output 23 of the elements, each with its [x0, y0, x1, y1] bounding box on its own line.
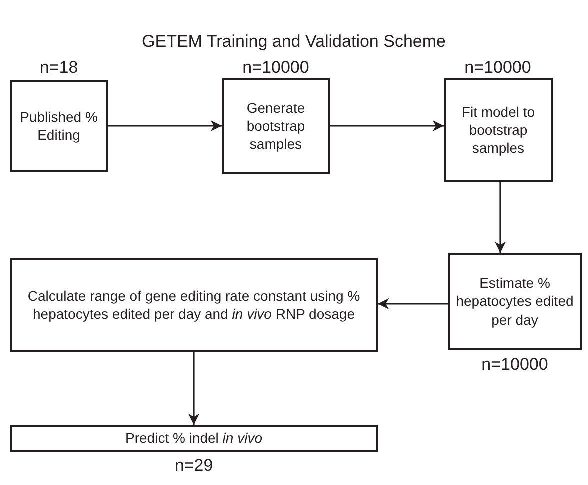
- step-text: Published % Editing: [19, 108, 99, 144]
- arrow: [378, 298, 448, 310]
- arrow: [494, 182, 506, 253]
- diagram-title: GETEM Training and Validation Scheme: [141, 32, 447, 52]
- sample-count: n=18: [40, 58, 78, 78]
- sample-count: n=10000: [482, 355, 548, 375]
- process-box: [10, 425, 378, 452]
- arrow: [188, 352, 200, 425]
- arrow: [108, 120, 222, 132]
- step-text: Fit model to bootstrap samples: [460, 102, 536, 158]
- process-box: [444, 78, 553, 182]
- process-box: [222, 78, 330, 174]
- process-box: [10, 258, 378, 352]
- step-text: Generate bootstrap samples: [246, 98, 306, 154]
- sample-count: n=10000: [464, 58, 532, 78]
- sample-count: n=29: [174, 456, 214, 476]
- arrow: [330, 120, 444, 132]
- process-box: [448, 253, 582, 350]
- sample-count: n=10000: [242, 58, 310, 78]
- step-text: Estimate % hepatocytes edited per day: [455, 274, 575, 329]
- step-text: Predict % indel in vivo: [126, 429, 262, 448]
- step-text: Calculate range of gene editing rate constant using % hepatocytes edited per day and in vivo RNP dosage: [26, 286, 362, 324]
- process-box: [10, 80, 108, 172]
